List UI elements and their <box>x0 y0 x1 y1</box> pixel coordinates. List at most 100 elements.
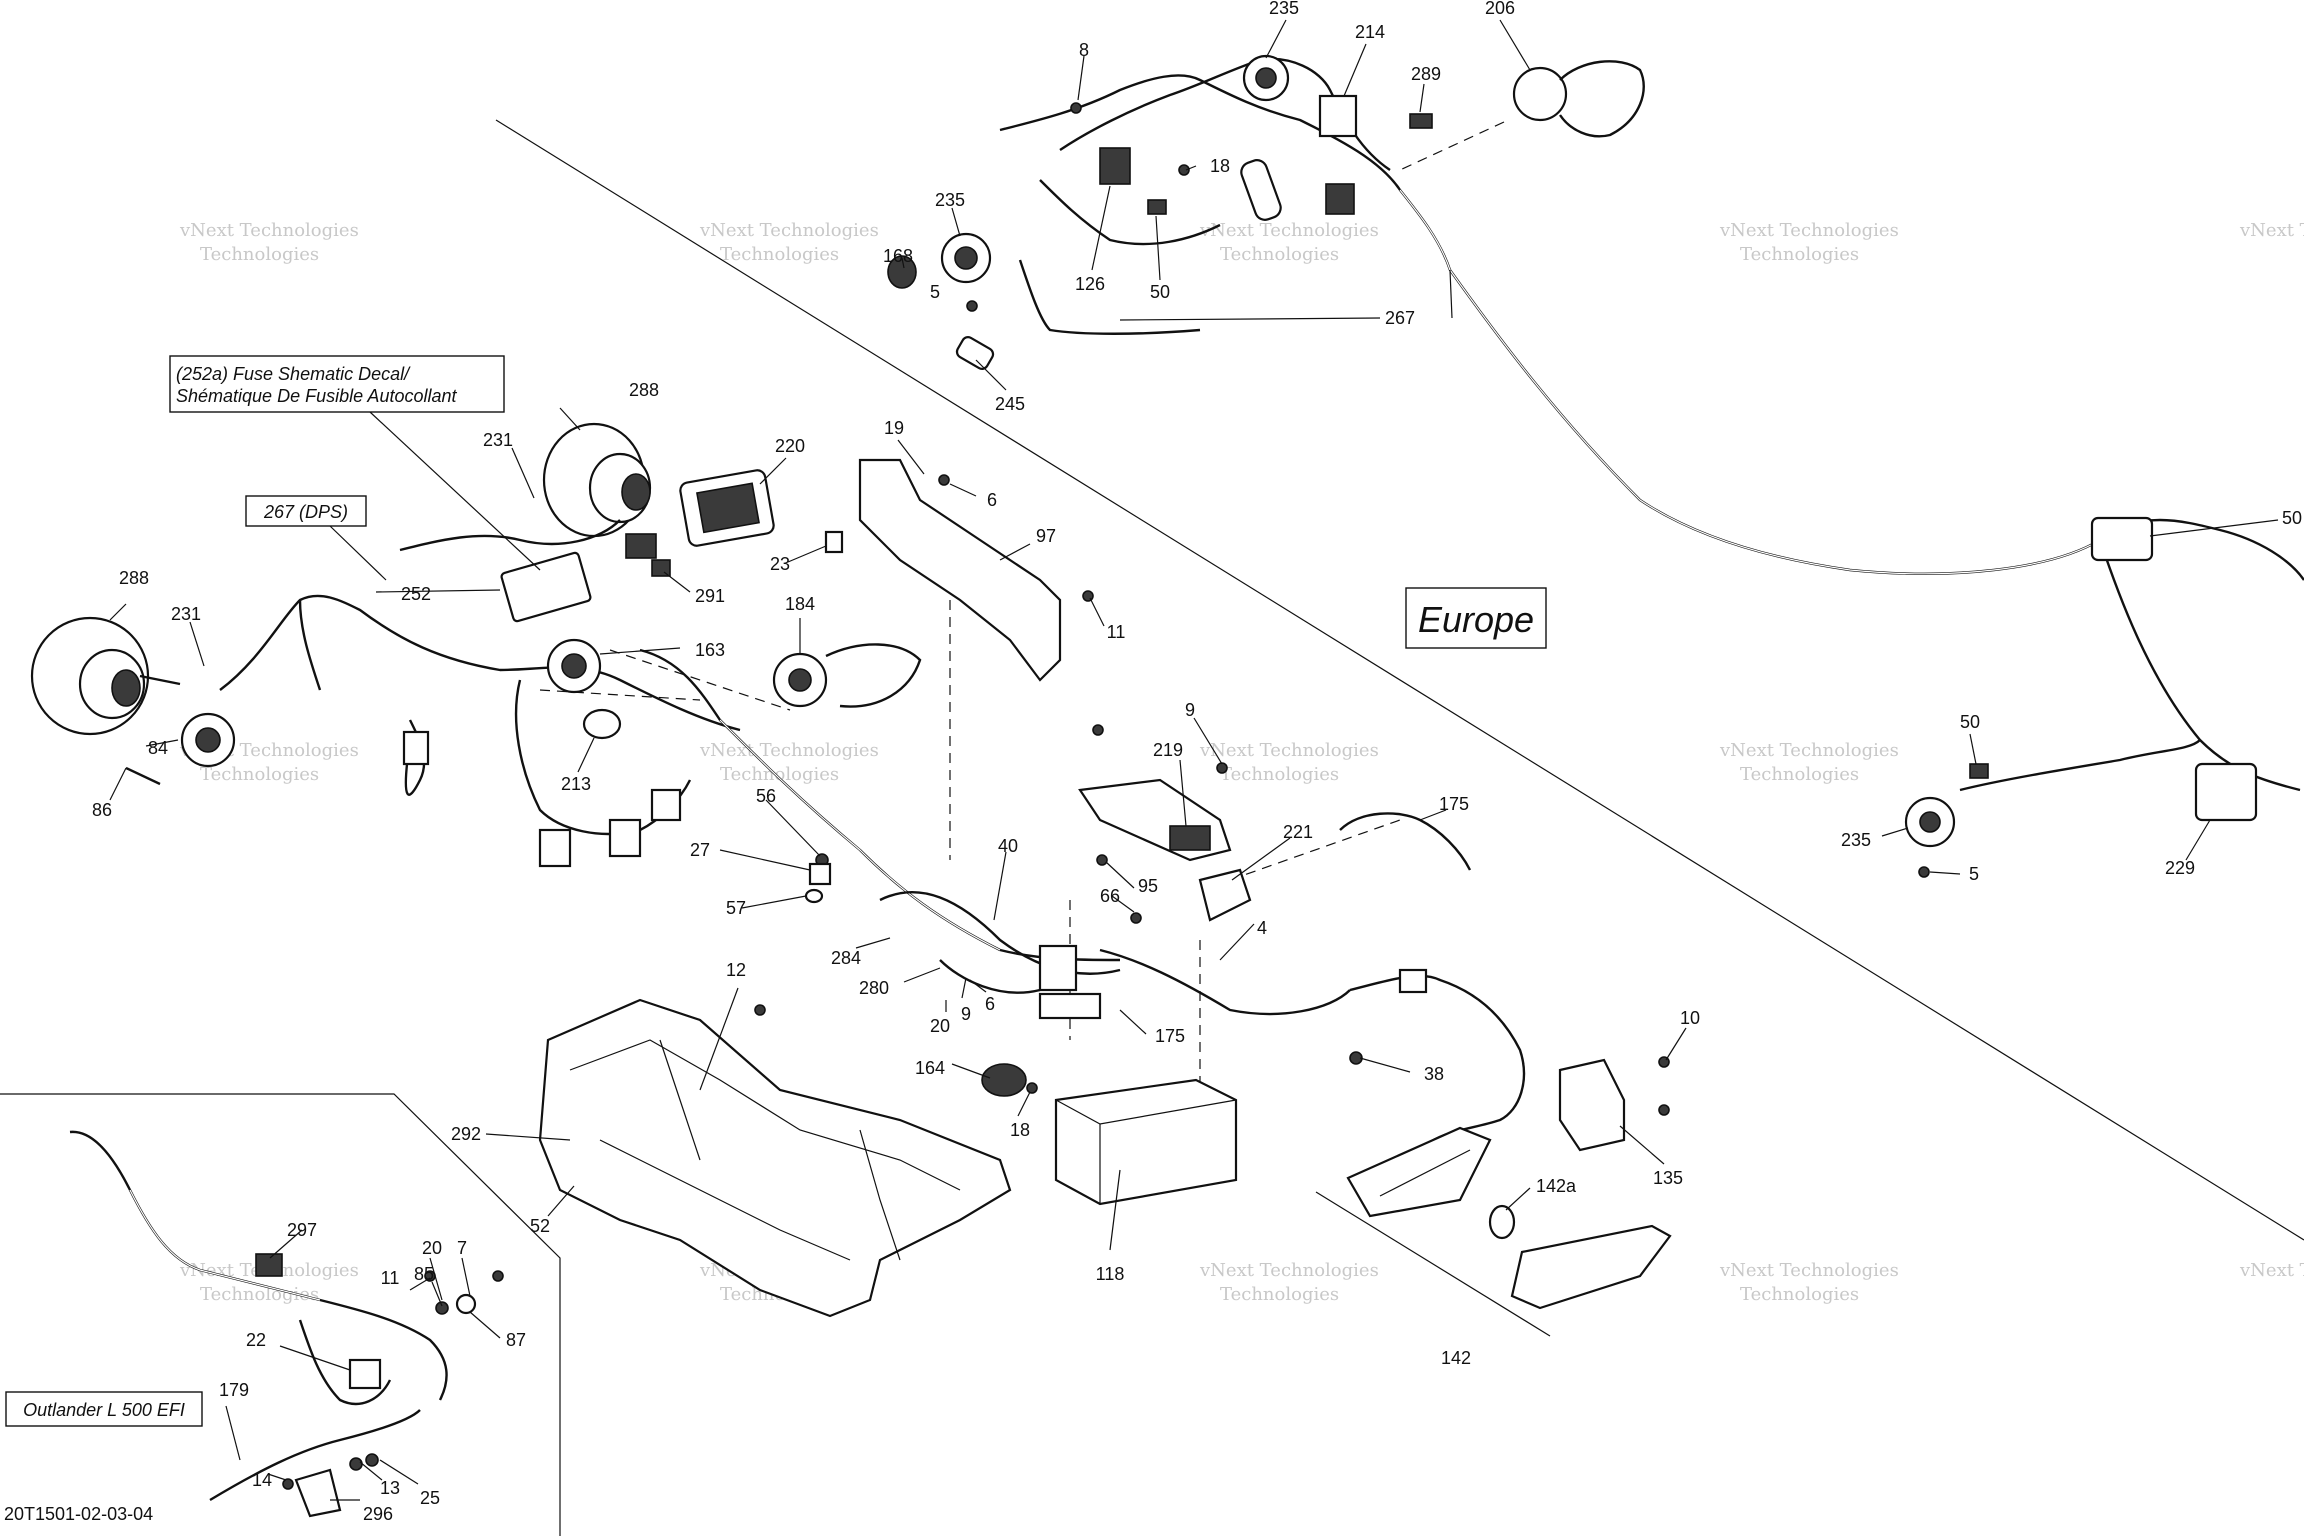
callout-229: 229 <box>2165 858 2195 878</box>
callout-296: 296 <box>363 1504 393 1524</box>
solenoid-base <box>1038 992 1102 1020</box>
spark-boot <box>1240 159 1282 221</box>
europe-label: Europe <box>1418 599 1534 640</box>
solenoid-66 <box>1038 944 1078 992</box>
callout-50: 50 <box>1960 712 1980 732</box>
watermark-text: vNext Technologies <box>1199 1260 1379 1281</box>
callout-213: 213 <box>561 774 591 794</box>
callout-289: 289 <box>1411 64 1441 84</box>
callout-163: 163 <box>695 640 725 660</box>
connector-289 <box>1409 113 1433 129</box>
bulb-142a <box>1488 1204 1516 1240</box>
callout-142a: 142a <box>1536 1176 1577 1196</box>
tray-edge <box>659 1039 701 1161</box>
watermark-text: Technologies <box>1740 764 1859 785</box>
watermark-text: vNext Technologies <box>179 220 359 241</box>
variant-inset-border <box>0 1093 561 1536</box>
battery-area-group <box>571 724 1672 1310</box>
callout-57: 57 <box>726 898 746 918</box>
connector-22 <box>348 1358 382 1390</box>
connector-214 <box>1318 94 1358 138</box>
headlight-bulb <box>621 473 651 511</box>
callout-6: 6 <box>985 994 995 1014</box>
watermark-text: vNext Technologies <box>1199 220 1379 241</box>
washer-57 <box>804 888 824 904</box>
socket-inner <box>1255 67 1277 89</box>
socket-184-lead <box>825 643 922 708</box>
watermark-text: Technologies <box>1220 1284 1339 1305</box>
dps-note: 267 (DPS) <box>263 502 348 522</box>
tail-light-142 <box>1346 1126 1492 1218</box>
callout-175: 175 <box>1439 794 1469 814</box>
diagram-code: 20T1501-02-03-04 <box>4 1504 153 1524</box>
callout-135: 135 <box>1653 1168 1683 1188</box>
callout-175: 175 <box>1155 1026 1185 1046</box>
callout-22: 22 <box>246 1330 266 1350</box>
callout-18: 18 <box>1010 1120 1030 1140</box>
callout-168: 168 <box>883 246 913 266</box>
battery-tray-292 <box>538 998 1012 1318</box>
wire-280 <box>939 959 1041 994</box>
battery-118 <box>1054 1078 1238 1206</box>
callout-52: 52 <box>530 1216 550 1236</box>
nut-13 <box>365 1453 379 1467</box>
control-module-135 <box>1558 1058 1626 1152</box>
watermark-text: vNext Technologies <box>1719 220 1899 241</box>
callout-23: 23 <box>770 554 790 574</box>
callout-292: 292 <box>451 1124 481 1144</box>
watermark-text: Technologies <box>1740 244 1859 265</box>
harness-267-wire-inner <box>1399 189 2101 575</box>
callout-8: 8 <box>1079 40 1089 60</box>
bracket-clamp <box>1169 825 1211 851</box>
socket-inner <box>788 668 812 692</box>
callout-252: 252 <box>401 584 431 604</box>
variant-label-box <box>5 1391 203 1427</box>
clip-23 <box>824 530 844 554</box>
callout-221: 221 <box>1283 822 1313 842</box>
watermark-text: Technologies <box>1740 1284 1859 1305</box>
callout-267: 267 <box>1385 308 1415 328</box>
connector-38 <box>1398 968 1428 994</box>
variant-label: Outlander L 500 EFI <box>23 1400 185 1420</box>
front-harness-trunk <box>639 648 1121 962</box>
callout-280: 280 <box>859 978 889 998</box>
bolt-231 <box>139 674 181 686</box>
connector-front <box>608 818 642 858</box>
inset-harness-inner <box>129 1189 321 1301</box>
clip-50-right <box>1969 763 1989 779</box>
callout-9: 9 <box>961 1004 971 1024</box>
watermark-text: vNext Technologies <box>699 740 879 761</box>
callout-9: 9 <box>1185 700 1195 720</box>
rear-harness-branch-2 <box>1039 179 1221 246</box>
bulb-inner <box>195 727 221 753</box>
bolt-9 <box>1092 724 1104 736</box>
callout-18: 18 <box>1210 156 1230 176</box>
watermark-text: vNext Technologies <box>1199 740 1379 761</box>
guide-line <box>1229 819 1401 881</box>
watermark-text: Technologies <box>200 764 319 785</box>
bracket-97 <box>858 458 1062 682</box>
connector-front <box>538 828 572 868</box>
callout-27: 27 <box>690 840 710 860</box>
washer-87 <box>455 1293 477 1315</box>
taillight-229 <box>2194 762 2258 822</box>
watermark-text: Technologies <box>720 764 839 785</box>
callout-25: 25 <box>420 1488 440 1508</box>
callout-235: 235 <box>1841 830 1871 850</box>
callout-7: 7 <box>457 1238 467 1258</box>
battery-tray-body <box>538 998 1012 1318</box>
rear-harness-right-lead <box>2098 539 2301 792</box>
fuse-decal-note-line1: (252a) Fuse Shematic Decal/ <box>176 364 411 384</box>
watermark-text: vNext Technologies <box>1719 740 1899 761</box>
bolt-86 <box>125 766 161 786</box>
callout-179: 179 <box>219 1380 249 1400</box>
battery-cable-175-lower <box>1099 948 1351 1016</box>
callout-84: 84 <box>148 738 168 758</box>
socket-206-lead <box>1559 60 1645 138</box>
callout-288: 288 <box>629 380 659 400</box>
callout-11: 11 <box>1107 622 1126 642</box>
callout-66: 66 <box>1100 886 1120 906</box>
callout-164: 164 <box>915 1058 945 1078</box>
